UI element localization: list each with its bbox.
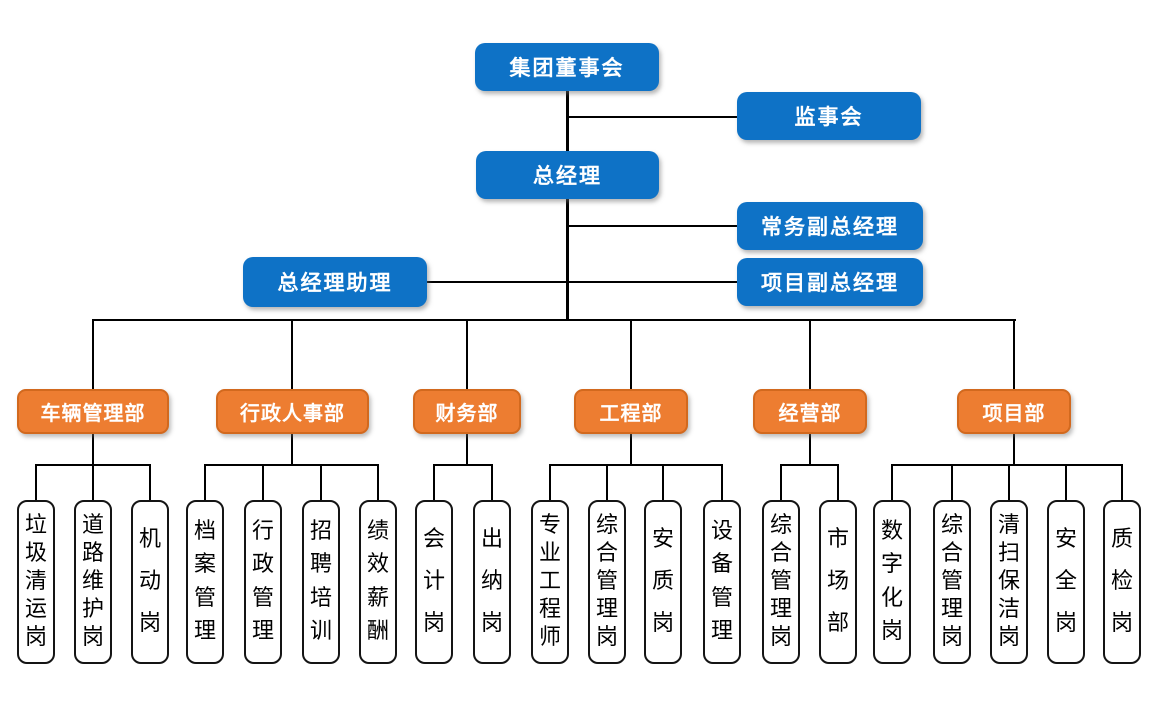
- connector-line: [606, 464, 608, 501]
- connector-line: [291, 319, 293, 389]
- department-node-engineering: 工程部: [574, 389, 688, 434]
- connector-line: [377, 464, 379, 501]
- connector-line: [433, 464, 435, 501]
- position-node: 质检岗: [1103, 500, 1141, 664]
- connector-line: [566, 90, 569, 152]
- connector-line: [434, 464, 493, 466]
- project-deputy-gm-node: 项目副总经理: [737, 258, 923, 306]
- connector-line: [93, 319, 1016, 321]
- department-node-operations: 经营部: [753, 389, 867, 434]
- position-node: 安全岗: [1047, 500, 1085, 664]
- connector-line: [320, 464, 322, 501]
- connector-line: [466, 432, 468, 466]
- connector-line: [1065, 464, 1067, 501]
- connector-line: [549, 464, 551, 501]
- position-node: 出纳岗: [473, 500, 511, 664]
- position-node: 设备管理: [703, 500, 741, 664]
- position-node: 招聘培训: [302, 500, 340, 664]
- general-manager-node: 总经理: [476, 151, 659, 199]
- connector-line: [92, 319, 94, 389]
- connector-line: [891, 464, 893, 501]
- position-node: 行政管理: [244, 500, 282, 664]
- department-node-finance: 财务部: [413, 389, 521, 434]
- connector-line: [837, 464, 839, 501]
- connector-line: [149, 464, 151, 501]
- connector-line: [567, 281, 737, 283]
- connector-line: [1013, 432, 1015, 466]
- connector-line: [951, 464, 953, 501]
- connector-line: [35, 464, 37, 501]
- connector-line: [809, 319, 811, 389]
- position-node: 垃圾清运岗: [17, 500, 55, 664]
- connector-line: [291, 432, 293, 466]
- connector-line: [262, 464, 264, 501]
- position-node: 清扫保洁岗: [990, 500, 1028, 664]
- department-node-admin-hr: 行政人事部: [216, 389, 369, 434]
- position-node: 会计岗: [415, 500, 453, 664]
- connector-line: [1121, 464, 1123, 501]
- connector-line: [809, 432, 811, 466]
- position-node: 道路维护岗: [74, 500, 112, 664]
- department-node-vehicle-management: 车辆管理部: [17, 389, 169, 434]
- executive-deputy-gm-node: 常务副总经理: [737, 202, 923, 250]
- connector-line: [1008, 464, 1010, 501]
- position-node: 综合管理岗: [588, 500, 626, 664]
- connector-line: [630, 319, 632, 389]
- board-of-directors-node: 集团董事会: [475, 43, 659, 91]
- connector-line: [721, 464, 723, 501]
- connector-line: [550, 464, 723, 466]
- connector-line: [466, 319, 468, 389]
- position-node: 数字化岗: [873, 500, 911, 664]
- connector-line: [1013, 319, 1015, 389]
- connector-line: [205, 464, 379, 466]
- connector-line: [92, 464, 94, 501]
- connector-line: [491, 464, 493, 501]
- department-node-project: 项目部: [957, 389, 1071, 434]
- position-node: 综合管理岗: [933, 500, 971, 664]
- connector-line: [567, 116, 737, 118]
- position-node: 机动岗: [131, 500, 169, 664]
- connector-line: [567, 225, 737, 227]
- connector-line: [92, 432, 94, 466]
- connector-line: [780, 464, 782, 501]
- connector-line: [427, 281, 567, 283]
- connector-line: [892, 464, 1123, 466]
- connector-line: [781, 464, 839, 466]
- connector-line: [662, 464, 664, 501]
- supervisory-board-node: 监事会: [737, 92, 921, 140]
- connector-line: [204, 464, 206, 501]
- connector-line: [566, 198, 569, 320]
- position-node: 安质岗: [644, 500, 682, 664]
- position-node: 档案管理: [186, 500, 224, 664]
- position-node: 绩效薪酬: [359, 500, 397, 664]
- gm-assistant-node: 总经理助理: [243, 257, 427, 307]
- position-node: 综合管理岗: [762, 500, 800, 664]
- position-node: 专业工程师: [531, 500, 569, 664]
- position-node: 市场部: [819, 500, 857, 664]
- connector-line: [630, 432, 632, 466]
